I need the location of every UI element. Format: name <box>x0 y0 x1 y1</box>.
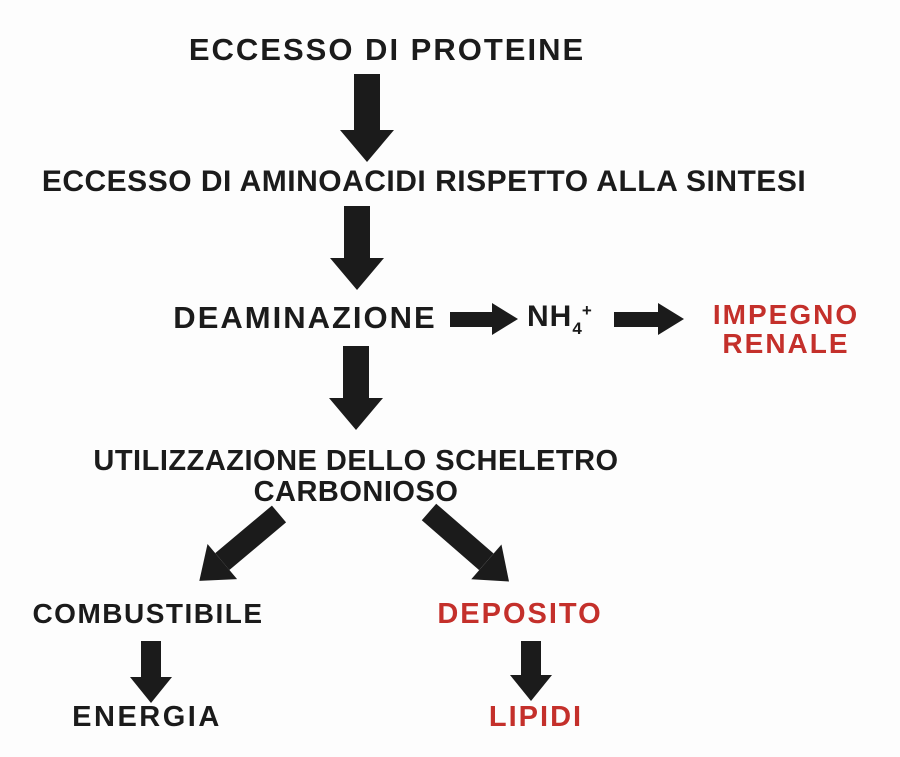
node-eccesso-aminoacidi: ECCESSO DI AMINOACIDI RISPETTO ALLA SINT… <box>41 165 807 198</box>
arrow-shaft <box>614 311 658 327</box>
arrow-shaft <box>521 641 541 675</box>
arrow-shaft <box>354 74 380 130</box>
diagonal-arrow-to-combustibile <box>184 496 294 599</box>
down-arrow-deposito-to-lipidi <box>510 641 552 701</box>
node-ammonio: NH4+ <box>527 300 592 339</box>
down-arrow-deaminazione-to-utilizzazione <box>329 346 383 430</box>
down-arrow-proteine-to-aminoacidi <box>340 74 394 162</box>
arrow-head <box>340 130 394 162</box>
arrow-shaft <box>215 505 287 570</box>
impegno-renale-line2: RENALE <box>722 328 850 359</box>
arrow-head <box>492 303 518 335</box>
node-lipidi: LIPIDI <box>488 701 584 733</box>
arrow-shaft <box>343 346 369 398</box>
node-deaminazione: DEAMINAZIONE <box>173 300 437 335</box>
arrow-shaft <box>421 503 494 571</box>
ammonio-formula-base: NH <box>527 300 573 333</box>
node-eccesso-proteine: ECCESSO DI PROTEINE <box>188 32 586 67</box>
node-utilizzazione-scheletro: UTILIZZAZIONE DELLO SCHELETRO CARBONIOSO <box>93 446 618 508</box>
arrow-head <box>510 675 552 701</box>
node-impegno-renale: IMPEGNO RENALE <box>713 300 859 358</box>
ammonio-formula-subscript: 4 <box>572 319 582 338</box>
arrow-shaft <box>141 641 161 677</box>
down-arrow-combustibile-to-energia <box>130 641 172 703</box>
down-arrow-aminoacidi-to-deaminazione <box>330 206 384 290</box>
impegno-renale-line1: IMPEGNO <box>712 299 860 330</box>
right-arrow-ammonio-to-impegno-renale <box>614 303 684 335</box>
utilizzazione-line2: CARBONIOSO <box>253 476 459 508</box>
arrow-head <box>658 303 684 335</box>
arrow-shaft <box>450 311 492 327</box>
utilizzazione-line1: UTILIZZAZIONE DELLO SCHELETRO <box>93 445 619 477</box>
node-combustibile: COMBUSTIBILE <box>32 598 264 629</box>
diagonal-arrow-to-deposito <box>414 495 525 599</box>
node-deposito: DEPOSITO <box>437 598 603 630</box>
arrow-head <box>330 258 384 290</box>
arrow-shaft <box>344 206 370 258</box>
node-energia: ENERGIA <box>72 701 222 733</box>
right-arrow-deaminazione-to-ammonio <box>450 303 518 335</box>
ammonio-formula-superscript: + <box>581 301 592 320</box>
arrow-head <box>130 677 172 703</box>
arrow-head <box>329 398 383 430</box>
